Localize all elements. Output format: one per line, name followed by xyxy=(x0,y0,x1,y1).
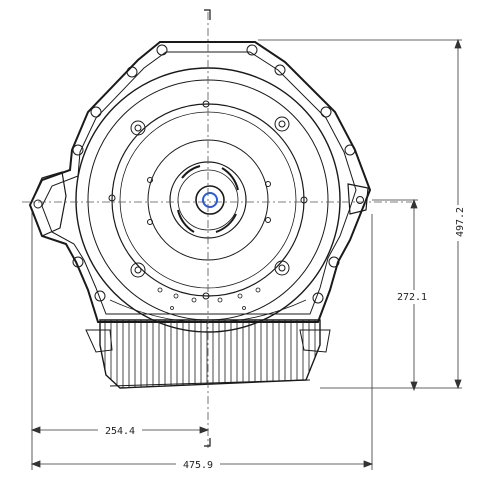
dim-half-width-mask xyxy=(98,423,142,437)
dim-overall-width-mask xyxy=(176,457,220,471)
bell-housing xyxy=(28,41,372,323)
dim-center-height-label: 272.1 xyxy=(397,292,427,303)
pump-hub xyxy=(177,165,239,233)
converter-lugs xyxy=(108,100,308,300)
center-marks xyxy=(204,9,211,447)
oil-pan xyxy=(85,319,331,389)
center-lines xyxy=(22,12,412,448)
dim-overall-height-label: 497.2 xyxy=(455,207,466,237)
dim-center-height-mask xyxy=(392,290,432,304)
dim-overall-height-mask xyxy=(450,205,468,241)
dim-half-width-label: 254.4 xyxy=(105,426,135,437)
dim-overall-width-label: 475.9 xyxy=(183,460,213,471)
